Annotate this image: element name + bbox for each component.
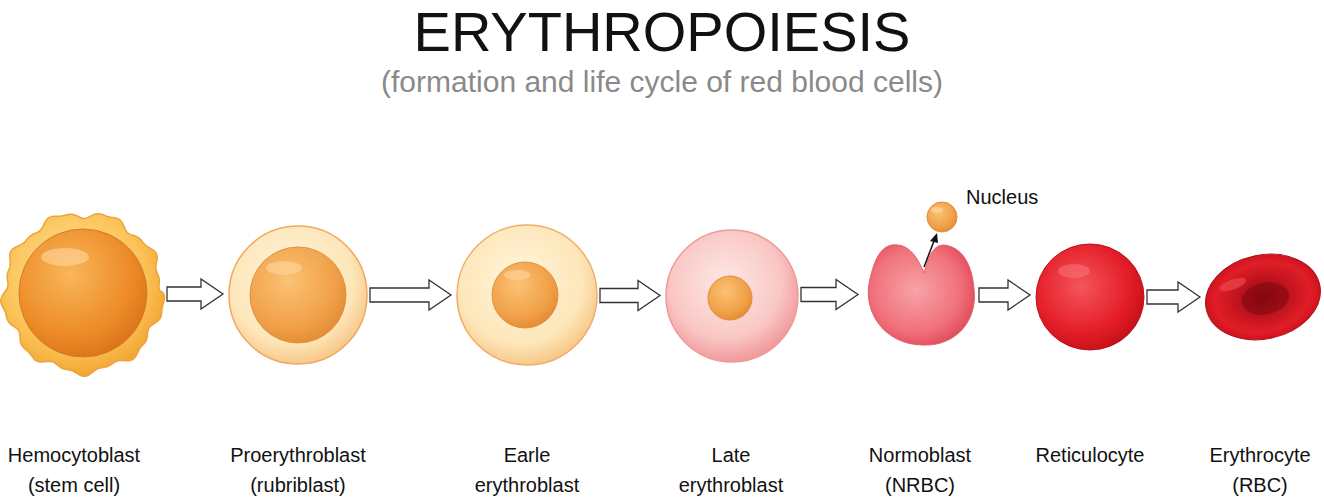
flow-arrow xyxy=(801,280,858,310)
cell-node: Reticulocyte xyxy=(1034,242,1146,352)
cell-name: Proerythroblast (rubriblast) xyxy=(218,440,378,500)
cell-illustration xyxy=(664,228,800,364)
cell-illustration xyxy=(227,224,369,366)
diagram-caption: (formation and life cycle of red blood c… xyxy=(0,64,1324,100)
cell-node: Proerythroblast (rubriblast) xyxy=(227,224,369,366)
cell-node: Late erythroblast xyxy=(664,228,800,364)
flow-arrow xyxy=(979,280,1030,310)
cell-node: Hemocytoblast (stem cell) xyxy=(0,208,166,378)
cell-illustration xyxy=(0,208,166,378)
flow-arrow xyxy=(600,281,660,311)
cell-illustration xyxy=(1034,242,1146,352)
cell-illustration xyxy=(455,223,599,367)
cell-name: Earle erythroblast xyxy=(465,440,590,500)
cell-illustration xyxy=(1204,253,1322,341)
flow-arrow xyxy=(1147,282,1200,312)
cell-name: Late erythroblast xyxy=(669,440,794,500)
cell-node: Normoblast (NRBC) xyxy=(862,239,978,347)
cell-name: Reticulocyte xyxy=(1010,440,1170,470)
cell-name: Normoblast (NRBC) xyxy=(863,440,978,500)
flow-arrow xyxy=(370,280,451,310)
cell-name: Erythrocyte (RBC) xyxy=(1200,440,1320,500)
diagram-title: ERYTHROPOIESIS xyxy=(0,2,1324,62)
flow-arrow xyxy=(167,279,223,309)
cell-node: Earle erythroblast xyxy=(455,223,599,367)
cell-name: Hemocytoblast (stem cell) xyxy=(4,440,144,500)
cell-illustration xyxy=(862,239,978,347)
cell-node: Erythrocyte (RBC) xyxy=(1204,253,1322,341)
callout-label: Nucleus xyxy=(966,184,1038,210)
